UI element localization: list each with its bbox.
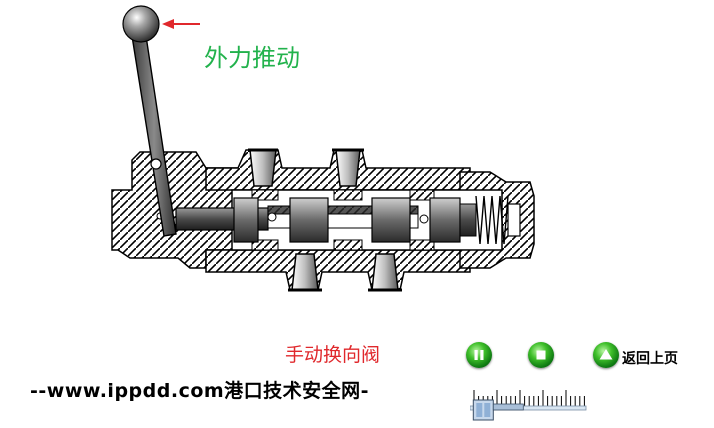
return-spring [475, 195, 521, 245]
port-top-1 [248, 148, 278, 187]
progress-slider[interactable] [470, 388, 590, 422]
up-arrow-icon [599, 349, 613, 360]
port-bottom-1 [288, 253, 322, 292]
stop-icon [536, 350, 546, 360]
port-top-2 [332, 148, 364, 187]
back-button[interactable] [593, 342, 619, 368]
spool [156, 197, 477, 243]
valve-caption: 手动换向阀 [285, 344, 381, 366]
port-bottom-2 [368, 253, 402, 292]
pause-button[interactable] [466, 342, 492, 368]
back-to-previous-link[interactable]: 返回上页 [622, 351, 678, 367]
progress-track [470, 405, 587, 411]
external-force-label: 外力推动 [204, 44, 300, 72]
hand-lever[interactable] [122, 5, 177, 237]
lever-knob [122, 5, 160, 43]
pause-icon [474, 350, 484, 360]
progress-thumb[interactable] [472, 399, 524, 421]
progress-ticks [473, 390, 585, 406]
site-watermark: --www.ippdd.com港口技术安全网- [30, 380, 370, 402]
force-arrow-icon [162, 19, 200, 29]
stop-button[interactable] [528, 342, 554, 368]
